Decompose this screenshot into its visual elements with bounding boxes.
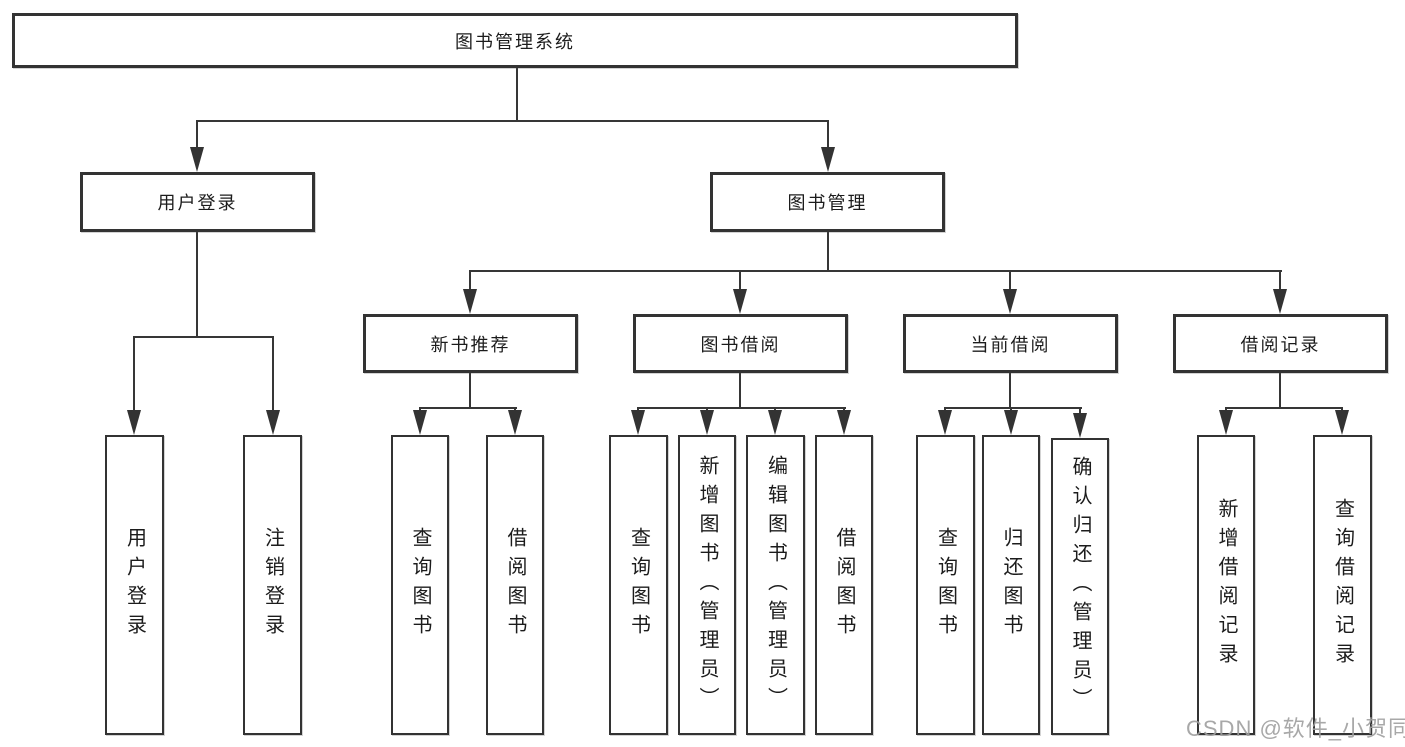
arrow-down-icon [837, 410, 851, 435]
connector-line [637, 407, 846, 409]
node-current-borrowing: 当前借阅 [903, 314, 1118, 373]
connector-line [827, 120, 829, 150]
node-label: 新增图书（管理员） [696, 454, 718, 716]
node-add-borrow-record: 新增借阅记录 [1197, 435, 1255, 735]
connector-line [133, 336, 135, 412]
arrow-down-icon [1004, 410, 1018, 435]
arrow-down-icon [768, 410, 782, 435]
arrow-down-icon [463, 289, 477, 314]
node-label: 编辑图书（管理员） [764, 454, 787, 716]
node-query-books-recommend: 查询图书 [391, 435, 449, 735]
node-book-borrowing: 图书借阅 [633, 314, 848, 373]
connector-line [196, 231, 198, 338]
csdn-watermark: CSDN @软件_小贺同学 [1186, 716, 1405, 741]
node-confirm-return-admin: 确认归还（管理员） [1051, 438, 1109, 735]
connector-line [196, 120, 829, 122]
node-borrow-books-leaf: 借阅图书 [815, 435, 873, 735]
connector-line [419, 407, 517, 409]
connector-line [469, 372, 471, 408]
node-borrowing-records: 借阅记录 [1173, 314, 1388, 373]
node-query-borrow-record: 查询借阅记录 [1313, 435, 1372, 735]
connector-line [133, 336, 274, 338]
connector-line [827, 231, 829, 271]
node-label: 注销登录 [261, 527, 284, 643]
connector-line [469, 270, 471, 292]
arrow-down-icon [1219, 410, 1233, 435]
connector-line [1079, 407, 1081, 415]
connector-line [272, 336, 274, 412]
node-label: 查询图书 [627, 527, 650, 643]
connector-line [1279, 270, 1281, 292]
node-label: 查询图书 [934, 527, 957, 643]
node-label: 归还图书 [1000, 527, 1022, 643]
arrow-down-icon [700, 410, 714, 435]
arrow-down-icon [1003, 289, 1017, 314]
node-edit-book-admin: 编辑图书（管理员） [746, 435, 805, 735]
arrow-down-icon [1273, 289, 1287, 314]
node-label: 图书管理 [787, 193, 868, 213]
node-label: 用户登录 [123, 527, 146, 643]
arrow-down-icon [190, 147, 204, 172]
arrow-down-icon [1335, 410, 1349, 435]
connector-line [739, 270, 741, 292]
node-user-login-leaf: 用户登录 [105, 435, 164, 735]
arrow-down-icon [631, 410, 645, 435]
node-user-login-branch: 用户登录 [80, 172, 315, 232]
connector-line [1279, 372, 1281, 408]
node-query-books-borrow: 查询图书 [609, 435, 668, 735]
node-label: 借阅图书 [504, 527, 526, 643]
node-label: 新书推荐 [430, 334, 511, 355]
connector-line [1225, 407, 1343, 409]
arrow-down-icon [1073, 413, 1087, 438]
arrow-down-icon [508, 410, 522, 435]
connector-line [944, 407, 1082, 409]
arrow-down-icon [938, 410, 952, 435]
arrow-down-icon [821, 147, 835, 172]
node-label: 借阅记录 [1240, 334, 1321, 355]
connector-line [469, 270, 1282, 272]
connector-line [516, 67, 518, 122]
node-library-management-system: 图书管理系统 [12, 13, 1018, 68]
node-logout: 注销登录 [243, 435, 302, 735]
node-label: 用户登录 [157, 193, 238, 213]
arrow-down-icon [413, 410, 427, 435]
arrow-down-icon [127, 410, 141, 435]
arrow-down-icon [733, 289, 747, 314]
node-return-book: 归还图书 [982, 435, 1040, 735]
node-label: 借阅图书 [833, 527, 855, 643]
connector-line [1009, 372, 1011, 408]
node-label: 当前借阅 [970, 334, 1051, 355]
node-label: 查询图书 [409, 527, 431, 643]
node-label: 确认归还（管理员） [1069, 456, 1091, 717]
node-book-management-branch: 图书管理 [710, 172, 945, 232]
arrow-down-icon [266, 410, 280, 435]
node-label: 图书借阅 [700, 334, 781, 355]
connector-line [1009, 270, 1011, 292]
node-new-book-recommendation: 新书推荐 [363, 314, 578, 373]
node-borrow-books-recommend: 借阅图书 [486, 435, 544, 735]
node-add-book-admin: 新增图书（管理员） [678, 435, 736, 735]
node-query-books-current: 查询图书 [916, 435, 975, 735]
node-label: 新增借阅记录 [1215, 498, 1237, 672]
connector-line [739, 372, 741, 408]
connector-line [196, 120, 198, 150]
node-label: 图书管理系统 [455, 31, 575, 52]
node-label: 查询借阅记录 [1331, 498, 1354, 672]
